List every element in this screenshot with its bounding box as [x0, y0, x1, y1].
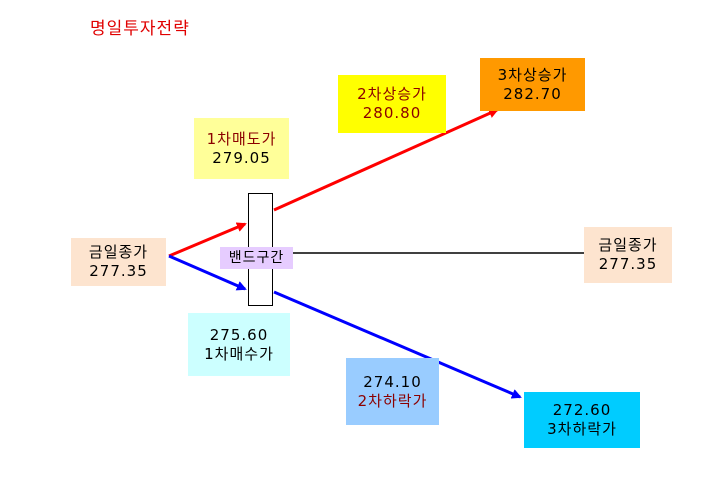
today-close-right-value: 277.35	[598, 255, 658, 273]
third-rise-box: 3차상승가 282.70	[480, 58, 585, 111]
arrow-down-to-band	[168, 254, 247, 291]
first-sell-label: 1차매도가	[206, 129, 277, 148]
second-rise-box: 2차상승가 280.80	[338, 75, 446, 133]
third-rise-label: 3차상승가	[497, 65, 568, 84]
today-close-label: 금일종가	[88, 243, 149, 261]
band-label: 밴드구간	[220, 247, 293, 269]
second-rise-label: 2차상승가	[357, 85, 427, 103]
third-rise-value: 282.70	[503, 84, 562, 103]
first-sell-box: 1차매도가 279.05	[194, 118, 289, 179]
today-close-box: 금일종가 277.35	[71, 238, 166, 286]
third-fall-label: 3차하락가	[547, 420, 617, 438]
first-buy-box: 275.60 1차매수가	[188, 313, 290, 376]
today-close-right-label: 금일종가	[598, 236, 658, 254]
second-fall-box: 274.10 2차하락가	[346, 358, 439, 425]
second-fall-value: 274.10	[363, 372, 422, 391]
page-title: 명일투자전략	[90, 19, 190, 39]
third-fall-box: 272.60 3차하락가	[524, 392, 640, 448]
second-fall-label: 2차하락가	[357, 391, 428, 410]
arrow-up-to-third-rise	[273, 108, 499, 212]
first-buy-label: 1차매수가	[204, 344, 274, 363]
today-close-right-box: 금일종가 277.35	[584, 227, 672, 283]
first-buy-value: 275.60	[209, 325, 269, 344]
first-sell-value: 279.05	[212, 148, 271, 167]
arrow-up-to-band	[168, 222, 247, 258]
arrow-down-to-third-fall	[273, 290, 522, 399]
third-fall-value: 272.60	[552, 401, 612, 419]
today-close-value: 277.35	[89, 262, 148, 280]
second-rise-value: 280.80	[362, 104, 422, 122]
